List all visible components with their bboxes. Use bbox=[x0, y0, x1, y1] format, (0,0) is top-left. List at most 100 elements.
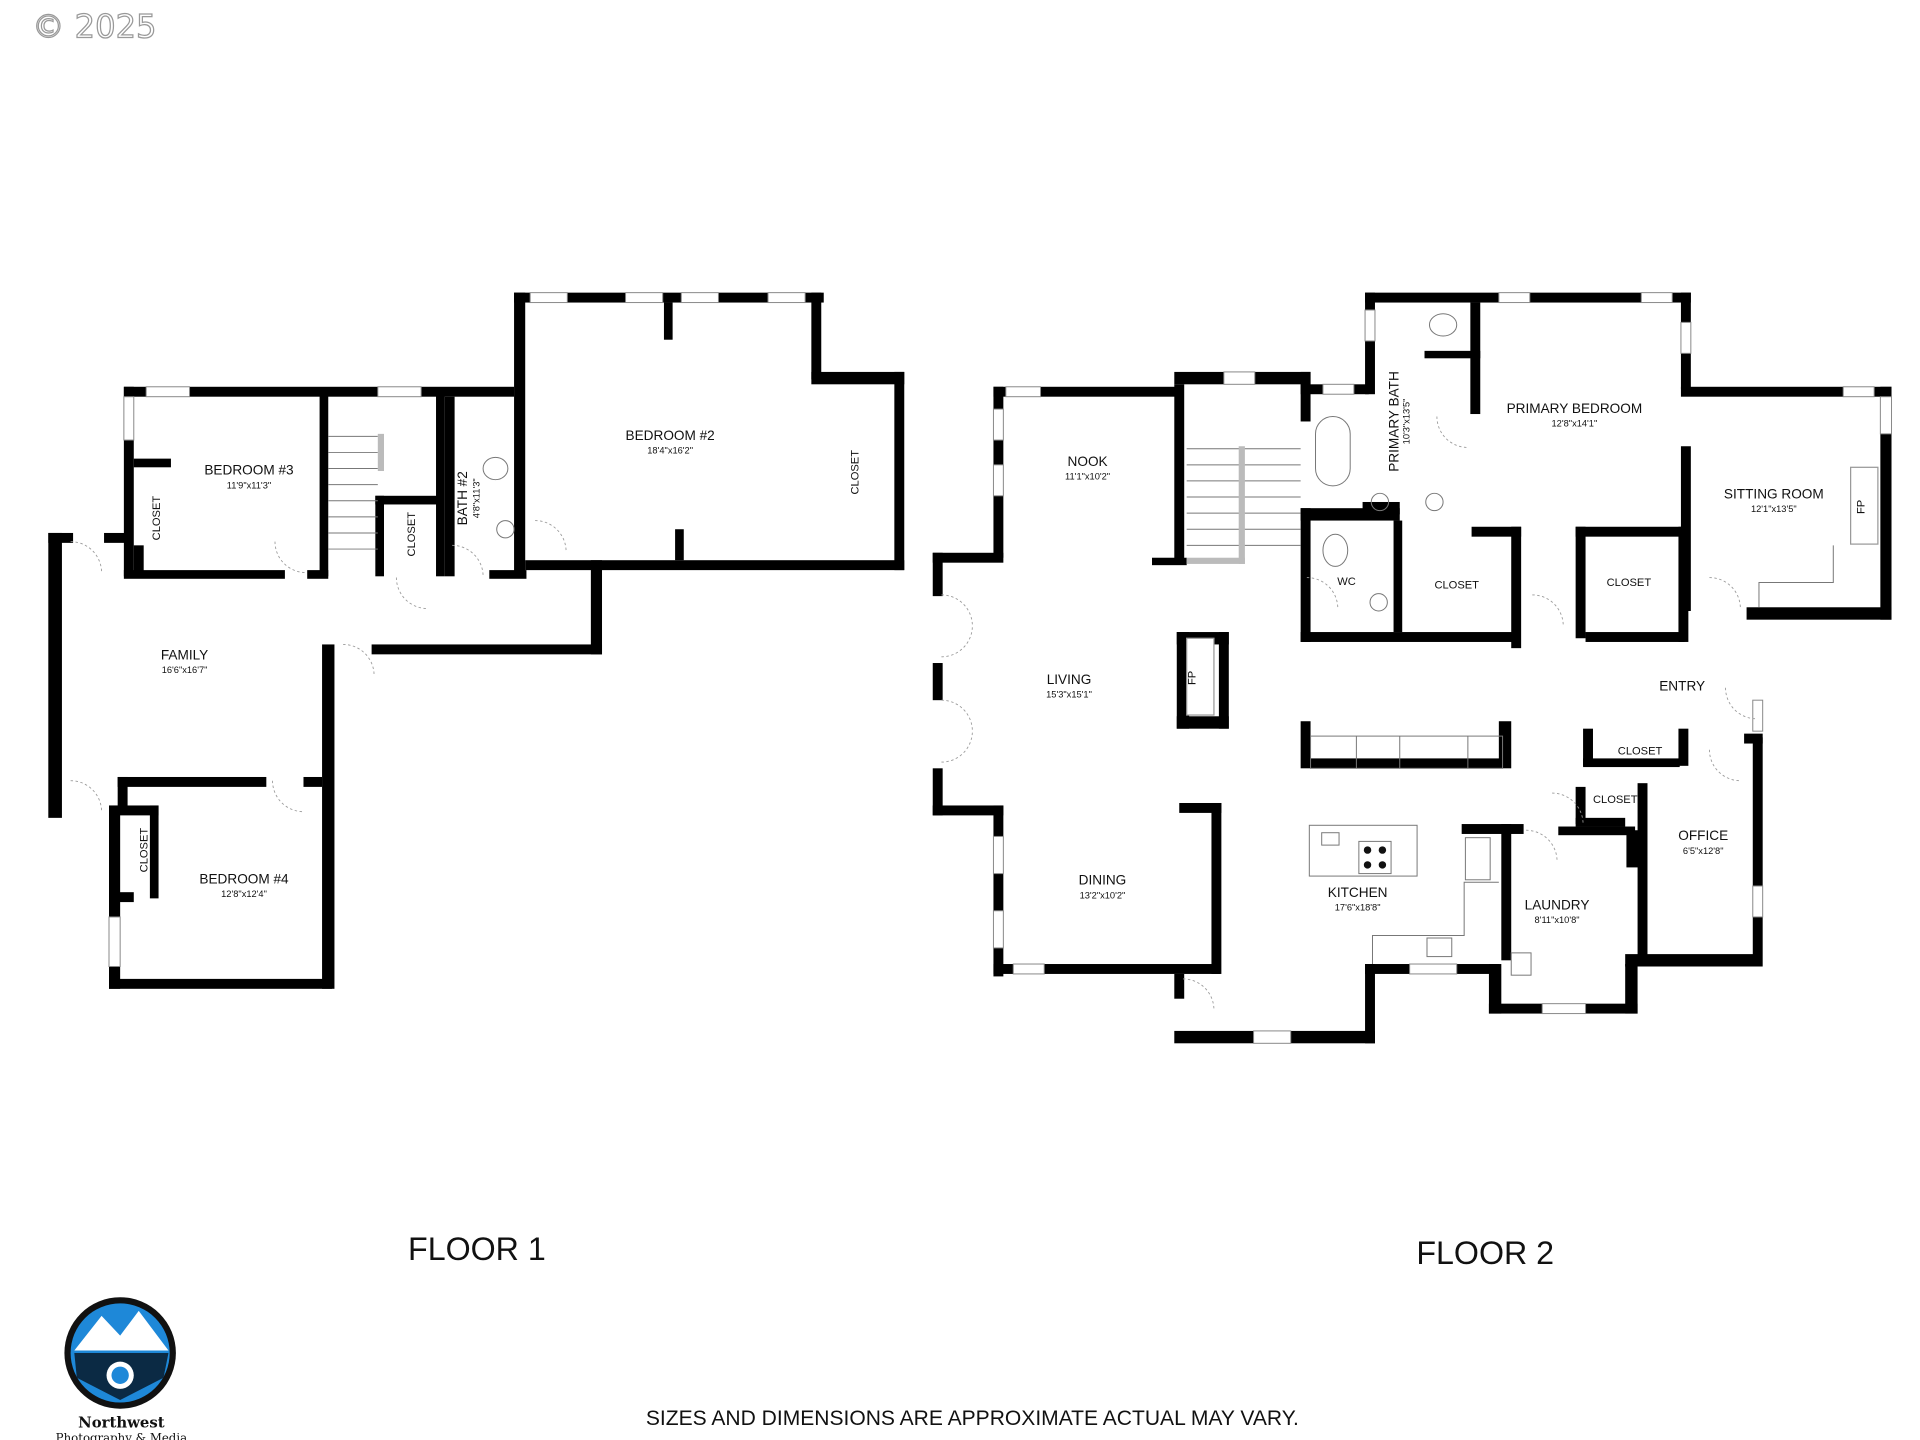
wall bbox=[811, 371, 905, 385]
room-label-nook: NOOK bbox=[1068, 454, 1108, 469]
sink-icon bbox=[1321, 832, 1340, 846]
wall bbox=[1585, 632, 1685, 642]
wall bbox=[307, 570, 329, 579]
window bbox=[992, 910, 1004, 949]
wall bbox=[375, 495, 438, 505]
wall bbox=[1558, 826, 1636, 836]
window bbox=[992, 408, 1004, 441]
room-label-closet: CLOSET bbox=[1593, 794, 1638, 806]
wall bbox=[1880, 386, 1892, 620]
wall bbox=[123, 386, 515, 397]
bathtub-icon bbox=[1315, 416, 1351, 487]
wall bbox=[514, 292, 526, 577]
sink-icon bbox=[1510, 952, 1532, 976]
room-size-nook: 11'1"x10'2" bbox=[1065, 472, 1110, 482]
room-size-bedroom-3: 11'9"x11'3" bbox=[227, 480, 271, 490]
wall bbox=[109, 805, 159, 816]
wall bbox=[1310, 758, 1503, 769]
wall bbox=[1461, 824, 1524, 834]
logo-name: Northwest bbox=[78, 1413, 165, 1431]
kitchen-island bbox=[1308, 824, 1418, 877]
wall bbox=[444, 396, 455, 577]
room-label-family: FAMILY bbox=[161, 647, 208, 662]
wall bbox=[663, 302, 673, 340]
room-size-dining: 13'2"x10'2" bbox=[1080, 890, 1126, 900]
wall bbox=[932, 552, 943, 597]
room-size-sitting-room: 12'1"x13'5" bbox=[1751, 504, 1797, 514]
wall bbox=[993, 386, 1183, 397]
toilet-icon bbox=[1428, 313, 1458, 337]
fireplace-label: FP bbox=[1186, 671, 1198, 685]
window bbox=[1005, 386, 1042, 398]
wall bbox=[149, 805, 159, 899]
wall bbox=[1637, 783, 1648, 957]
wall bbox=[525, 560, 905, 571]
room-label-wc: WC bbox=[1337, 576, 1356, 588]
wall bbox=[811, 292, 822, 380]
room-label-laundry: LAUNDRY bbox=[1525, 898, 1590, 913]
wall bbox=[1498, 721, 1512, 769]
room-label-closet: CLOSET bbox=[151, 496, 163, 541]
wall bbox=[932, 768, 943, 816]
wall bbox=[1362, 501, 1400, 515]
room-label-closet: CLOSET bbox=[1607, 577, 1652, 589]
window bbox=[680, 292, 719, 304]
room-size-living: 15'3"x15'1" bbox=[1046, 690, 1092, 700]
window bbox=[1409, 963, 1458, 975]
window bbox=[1322, 383, 1355, 395]
wall bbox=[1678, 728, 1689, 766]
wall bbox=[1575, 786, 1586, 825]
wall bbox=[993, 964, 1221, 974]
wall bbox=[1625, 964, 1638, 1014]
window bbox=[1223, 371, 1256, 385]
wall bbox=[117, 776, 267, 787]
wall bbox=[1300, 632, 1518, 642]
wall bbox=[1365, 964, 1375, 1044]
wall bbox=[133, 545, 144, 577]
wall bbox=[1680, 386, 1892, 397]
wall bbox=[1575, 817, 1626, 827]
room-label-sitting-room: SITTING ROOM bbox=[1724, 486, 1824, 501]
room-label-office: OFFICE bbox=[1678, 828, 1728, 843]
wall bbox=[1152, 557, 1187, 566]
wall bbox=[1218, 632, 1229, 729]
wall bbox=[1176, 716, 1229, 729]
wall bbox=[1174, 384, 1185, 564]
wall bbox=[322, 644, 335, 989]
room-label-entry: ENTRY bbox=[1659, 678, 1705, 693]
room-size-bedroom-2: 18'4"x16'2" bbox=[647, 446, 693, 456]
room-size-primary-bedroom: 12'8"x14'1" bbox=[1552, 418, 1598, 428]
toilet-icon bbox=[1322, 533, 1349, 567]
wall bbox=[1575, 526, 1688, 537]
room-label-closet: CLOSET bbox=[138, 828, 150, 873]
stairs-floor-1 bbox=[328, 433, 384, 550]
wall bbox=[675, 529, 684, 561]
wall bbox=[109, 978, 332, 989]
wall bbox=[109, 892, 134, 903]
wall bbox=[1488, 964, 1502, 1014]
wall bbox=[1471, 526, 1522, 537]
window bbox=[1364, 309, 1376, 342]
window bbox=[767, 292, 806, 304]
wall bbox=[1752, 737, 1763, 967]
room-size-primary-bath: 10'3"x13'5" bbox=[1402, 399, 1412, 445]
sink-icon bbox=[1426, 937, 1453, 958]
walls bbox=[48, 292, 1893, 1044]
room-label-dining: DINING bbox=[1079, 873, 1127, 888]
wall bbox=[133, 458, 171, 468]
sink-icon bbox=[1370, 492, 1390, 512]
room-size-bedroom-4: 12'8"x12'4" bbox=[221, 889, 267, 899]
room-label-bedroom-4: BEDROOM #4 bbox=[199, 872, 289, 887]
wall bbox=[319, 394, 329, 577]
fixtures bbox=[70, 313, 1879, 1010]
wall bbox=[371, 644, 603, 655]
sink-icon bbox=[1369, 593, 1388, 612]
wall bbox=[993, 805, 1004, 977]
wall bbox=[1393, 520, 1403, 633]
room-label-bath-2: BATH #2 bbox=[455, 471, 470, 525]
wall bbox=[1501, 824, 1512, 961]
window bbox=[1640, 292, 1673, 304]
stairs-floor-2 bbox=[1186, 446, 1301, 564]
wall bbox=[104, 532, 129, 543]
wall bbox=[1179, 802, 1222, 813]
